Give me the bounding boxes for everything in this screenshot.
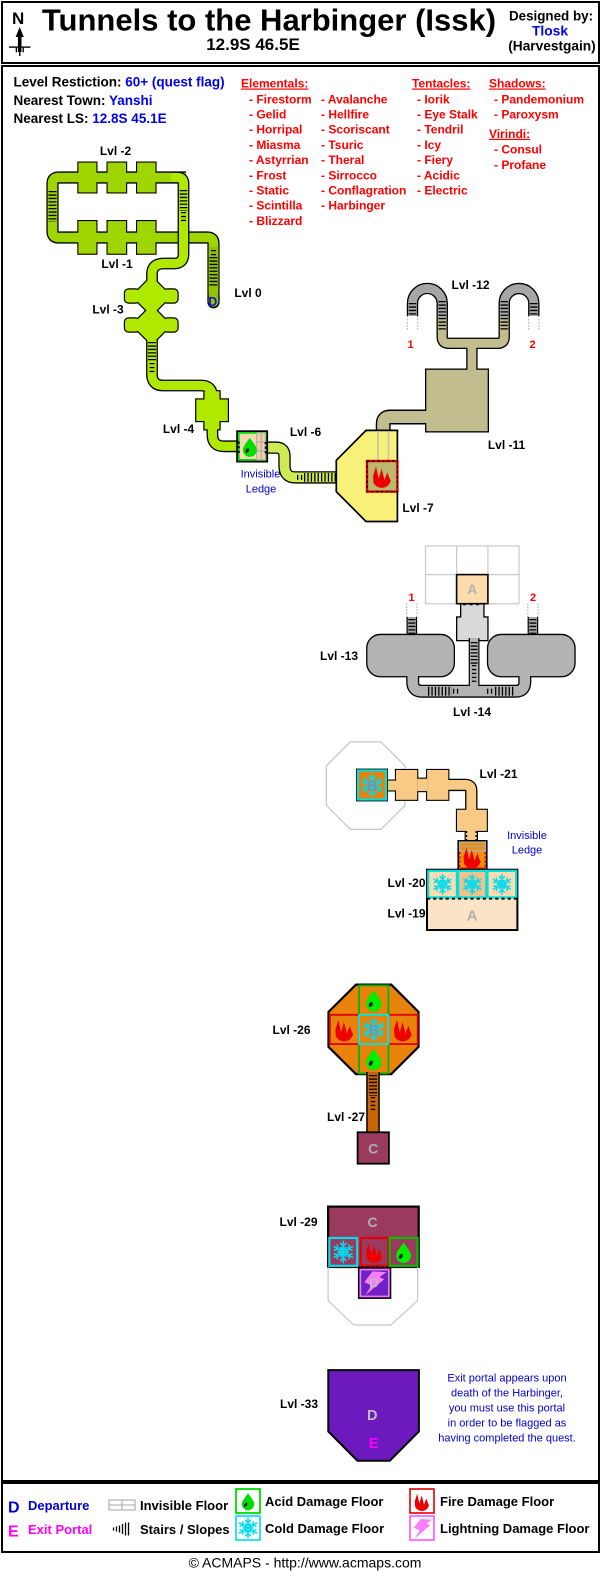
svg-text:B: B [369,1021,379,1037]
svg-text:A: A [467,581,477,597]
svg-text:- Conflagration: - Conflagration [321,184,406,198]
svg-text:Fire Damage Floor: Fire Damage Floor [440,1494,554,1509]
svg-text:Lvl -33: Lvl -33 [280,1397,318,1411]
svg-text:Lvl -11: Lvl -11 [488,438,526,452]
svg-text:- Profane: - Profane [494,158,546,172]
svg-text:- Miasma: - Miasma [249,138,301,152]
svg-text:- Electric: - Electric [417,184,468,198]
svg-text:Invisible Floor: Invisible Floor [140,1498,228,1513]
svg-text:D: D [208,295,217,309]
svg-text:- Tsuric: - Tsuric [321,138,364,152]
svg-text:12.9S 46.5E: 12.9S 46.5E [206,35,300,54]
svg-text:D: D [367,1408,377,1424]
svg-text:- Acidic: - Acidic [417,168,460,182]
svg-text:- Paroxysm: - Paroxysm [494,108,559,122]
svg-text:- Consul: - Consul [494,143,542,157]
svg-text:- Astyrrian: - Astyrrian [249,153,309,167]
svg-text:- Pandemonium: - Pandemonium [494,92,584,106]
svg-text:Lvl -13: Lvl -13 [320,649,358,663]
svg-text:- Gelid: - Gelid [249,108,286,122]
svg-text:you must use this portal: you must use this portal [449,1403,565,1415]
svg-text:Lvl -21: Lvl -21 [479,767,517,781]
svg-text:N: N [12,9,24,28]
svg-text:Virindi:: Virindi: [489,127,530,141]
svg-text:Tlosk: Tlosk [532,24,568,39]
svg-text:Invisible: Invisible [507,830,547,842]
svg-text:- Scintilla: - Scintilla [249,199,303,213]
svg-text:Designed by:: Designed by: [509,9,593,24]
svg-text:Lvl -3: Lvl -3 [92,303,124,317]
svg-text:Acid Damage Floor: Acid Damage Floor [265,1494,383,1509]
svg-text:D: D [8,1500,20,1517]
svg-text:Tunnels to the Harbinger (Issk: Tunnels to the Harbinger (Issk) [42,3,496,38]
svg-text:Lvl -7: Lvl -7 [402,501,434,515]
svg-text:- Eye Stalk: - Eye Stalk [417,108,478,122]
svg-text:- Avalanche: - Avalanche [321,92,388,106]
svg-text:2: 2 [530,592,536,604]
svg-text:Cold Damage Floor: Cold Damage Floor [265,1521,384,1536]
svg-text:- Frost: - Frost [249,168,286,182]
svg-text:Lvl -26: Lvl -26 [272,1023,310,1037]
svg-text:Lvl -4: Lvl -4 [163,422,195,436]
svg-text:Lvl -6: Lvl -6 [290,425,322,439]
svg-text:Shadows:: Shadows: [489,77,546,91]
svg-text:C: C [368,1141,378,1157]
svg-text:- Sirrocco: - Sirrocco [321,168,377,182]
svg-text:Lvl -12: Lvl -12 [451,278,489,292]
svg-text:Nearest Town: Yanshi: Nearest Town: Yanshi [14,93,153,108]
svg-text:- Hellfire: - Hellfire [321,108,369,122]
svg-text:- Iorik: - Iorik [417,92,450,106]
svg-text:- Blizzard: - Blizzard [249,214,302,228]
svg-text:(Harvestgain): (Harvestgain) [508,39,595,54]
svg-text:© ACMAPS - http://www.acmaps.c: © ACMAPS - http://www.acmaps.com [189,1555,422,1571]
svg-text:Level Restiction: 60+ (quest f: Level Restiction: 60+ (quest flag) [14,75,225,90]
svg-text:E: E [369,1436,379,1452]
svg-text:Departure: Departure [28,1498,89,1513]
svg-text:- Static: - Static [249,184,289,198]
svg-text:Ledge: Ledge [512,845,543,857]
svg-text:E: E [8,1524,19,1541]
svg-text:Elementals:: Elementals: [241,77,308,91]
svg-text:having completed the quest.: having completed the quest. [438,1433,576,1445]
svg-text:Lvl -29: Lvl -29 [279,1215,317,1229]
svg-text:Ledge: Ledge [246,484,277,496]
svg-text:D: D [369,1276,378,1291]
svg-text:Lvl -1: Lvl -1 [101,257,133,271]
svg-text:Lightning Damage Floor: Lightning Damage Floor [440,1521,590,1536]
svg-text:Lvl -19: Lvl -19 [387,907,425,921]
svg-text:Lvl -20: Lvl -20 [387,876,425,890]
svg-text:Exit portal appears upon: Exit portal appears upon [447,1373,566,1385]
svg-text:- Tendril: - Tendril [417,123,463,137]
svg-text:death of the Harbinger,: death of the Harbinger, [451,1388,563,1400]
svg-text:Lvl -14: Lvl -14 [453,705,491,719]
svg-text:- Harbinger: - Harbinger [321,199,385,213]
svg-text:Invisible: Invisible [241,469,281,481]
svg-text:1: 1 [407,339,413,351]
svg-text:A: A [467,908,478,925]
svg-text:1: 1 [408,592,414,604]
svg-text:Stairs / Slopes: Stairs / Slopes [140,1522,230,1537]
svg-text:2: 2 [529,339,535,351]
svg-text:- Horripal: - Horripal [249,123,302,137]
svg-text:Lvl -2: Lvl -2 [100,144,132,158]
svg-text:B: B [367,778,378,795]
svg-text:Tentacles:: Tentacles: [412,77,470,91]
svg-text:Lvl -27: Lvl -27 [327,1110,365,1124]
svg-text:- Fiery: - Fiery [417,153,453,167]
svg-text:- Firestorm: - Firestorm [249,92,312,106]
svg-text:Nearest LS: 12.8S 45.1E: Nearest LS: 12.8S 45.1E [14,111,167,126]
svg-text:C: C [367,1214,377,1230]
svg-text:- Theral: - Theral [321,153,364,167]
svg-text:- Icy: - Icy [417,138,441,152]
svg-text:in order to be flagged as: in order to be flagged as [448,1418,567,1430]
svg-text:Lvl 0: Lvl 0 [234,286,262,300]
svg-text:Exit Portal: Exit Portal [28,1522,92,1537]
svg-text:- Scoriscant: - Scoriscant [321,123,390,137]
